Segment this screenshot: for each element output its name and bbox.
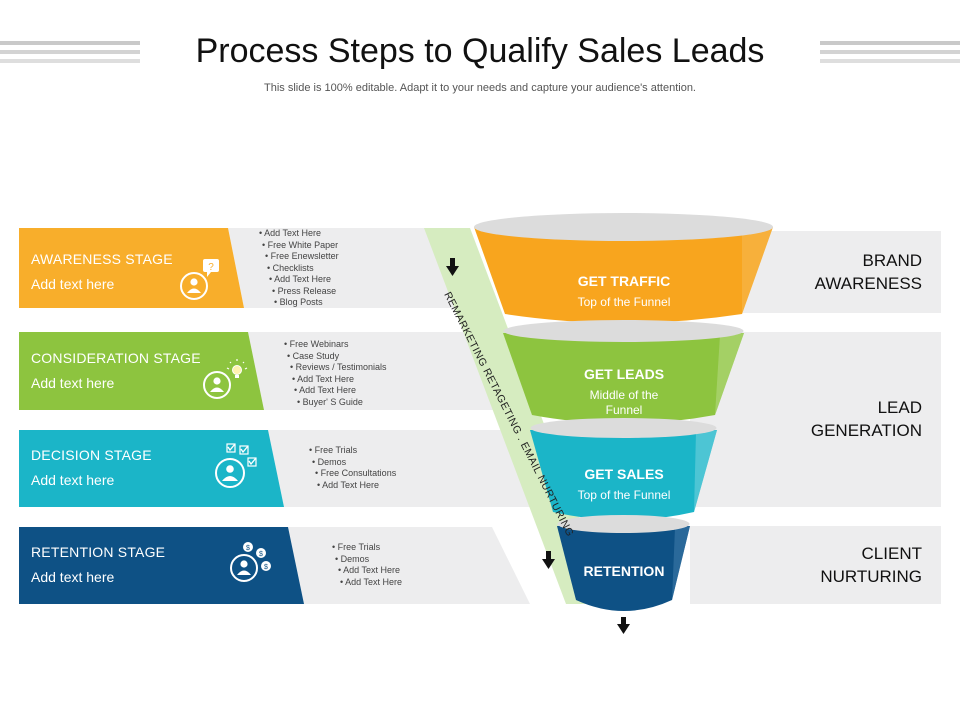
arrow-down-icon xyxy=(542,551,555,569)
list-item: Free Webinars xyxy=(284,339,387,351)
funnel-label-title: GET TRAFFIC xyxy=(577,273,671,289)
bullet-band-4 xyxy=(288,527,530,604)
page-subtitle: This slide is 100% editable. Adapt it to… xyxy=(264,82,696,94)
list-item: Case Study xyxy=(287,351,387,363)
list-item: Add Text Here xyxy=(259,228,339,240)
stage-subtitle: Add text here xyxy=(31,375,115,391)
stage-subtitle: Add text here xyxy=(31,472,115,488)
svg-text:?: ? xyxy=(208,262,214,273)
stage-consideration: CONSIDERATION STAGE Add text here xyxy=(31,350,201,391)
right-label-line: AWARENESS xyxy=(814,274,922,293)
svg-text:$: $ xyxy=(264,564,268,571)
funnel-level-sales xyxy=(530,430,717,520)
list-item: Reviews / Testimonials xyxy=(290,362,387,374)
list-item: Free White Paper xyxy=(262,240,339,252)
stage-title: AWARENESS STAGE xyxy=(31,251,173,267)
list-item: Free Enewsletter xyxy=(265,251,339,263)
list-item: Add Text Here xyxy=(317,480,396,492)
list-item: Checklists xyxy=(267,263,339,275)
header-decoration-right xyxy=(820,41,960,63)
svg-text:$: $ xyxy=(259,551,263,558)
list-item: Add Text Here xyxy=(292,374,387,386)
list-item: Buyer' S Guide xyxy=(297,397,387,409)
list-item: Demos xyxy=(335,554,402,566)
right-band-3 xyxy=(690,526,941,604)
right-label-line: LEAD xyxy=(877,398,922,417)
funnel-top-ellipse xyxy=(474,213,773,241)
funnel-label-title: GET SALES xyxy=(584,466,664,482)
bullet-list-decision: Free Trials Demos Free Consultations Add… xyxy=(309,445,397,492)
funnel-level-leads xyxy=(503,333,744,424)
stage-subtitle: Add text here xyxy=(31,569,115,585)
funnel-label-title: RETENTION xyxy=(583,563,665,579)
right-label-line: GENERATION xyxy=(810,421,922,440)
header-decoration-left xyxy=(0,41,140,63)
right-label-lead-generation: LEAD GENERATION xyxy=(742,396,922,442)
funnel-level-retention xyxy=(557,526,690,611)
list-item: Add Text Here xyxy=(294,385,387,397)
arrow-down-icon xyxy=(446,258,459,276)
list-item: Add Text Here xyxy=(338,565,402,577)
funnel-label-leads: GET LEADS Middle of the Funnel xyxy=(574,366,674,418)
funnel-label-traffic: GET TRAFFIC Top of the Funnel xyxy=(544,273,704,310)
funnel-label-subtitle: Top of the Funnel xyxy=(577,295,671,309)
right-label-client-nurturing: CLIENT NURTURING xyxy=(742,542,922,588)
user-question-icon: ? xyxy=(180,259,219,300)
funnel-label-subtitle: Middle of the Funnel xyxy=(589,388,659,417)
list-item: Free Trials xyxy=(332,542,402,554)
list-item: Press Release xyxy=(272,286,339,298)
list-item: Add Text Here xyxy=(269,274,339,286)
stage-decision: DECISION STAGE Add text here xyxy=(31,447,152,488)
svg-text:$: $ xyxy=(246,545,250,552)
stage-title: CONSIDERATION STAGE xyxy=(31,350,201,366)
bullet-list-consideration: Free Webinars Case Study Reviews / Testi… xyxy=(284,339,387,408)
funnel xyxy=(474,213,773,611)
stage-block-consideration xyxy=(19,332,264,410)
stage-retention: RETENTION STAGE Add text here xyxy=(31,544,165,585)
bullet-list-retention: Free Trials Demos Add Text Here Add Text… xyxy=(332,542,402,588)
list-item: Demos xyxy=(312,457,396,469)
right-label-line: CLIENT xyxy=(861,544,922,563)
list-item: Free Consultations xyxy=(315,468,397,480)
right-label-brand-awareness: BRAND AWARENESS xyxy=(742,249,922,295)
funnel-label-retention: RETENTION xyxy=(564,563,684,579)
stage-title: RETENTION STAGE xyxy=(31,544,166,560)
page-title: Process Steps to Qualify Sales Leads xyxy=(195,32,765,70)
user-lightbulb-icon xyxy=(203,359,248,399)
stage-block-decision xyxy=(19,430,284,507)
right-label-line: NURTURING xyxy=(820,567,922,586)
arrow-down-icon xyxy=(617,617,630,634)
stage-subtitle: Add text here xyxy=(31,276,115,292)
stage-block-awareness xyxy=(19,228,244,308)
funnel-label-sales: GET SALES Top of the Funnel xyxy=(544,466,704,503)
stage-title: DECISION STAGE xyxy=(31,447,152,463)
funnel-label-title: GET LEADS xyxy=(583,366,665,382)
bullet-list-awareness: Add Text Here Free White Paper Free Enew… xyxy=(259,228,339,309)
funnel-label-subtitle: Top of the Funnel xyxy=(577,488,671,502)
list-item: Add Text Here xyxy=(340,577,402,589)
stage-awareness: AWARENESS STAGE Add text here xyxy=(31,251,173,292)
user-checklist-icon xyxy=(215,443,257,488)
user-dollar-icon: $ $ $ xyxy=(230,542,271,582)
list-item: Blog Posts xyxy=(274,297,339,309)
funnel-level-traffic xyxy=(474,227,773,323)
right-label-line: BRAND xyxy=(862,251,922,270)
stage-block-retention xyxy=(19,527,304,604)
list-item: Free Trials xyxy=(309,445,396,457)
